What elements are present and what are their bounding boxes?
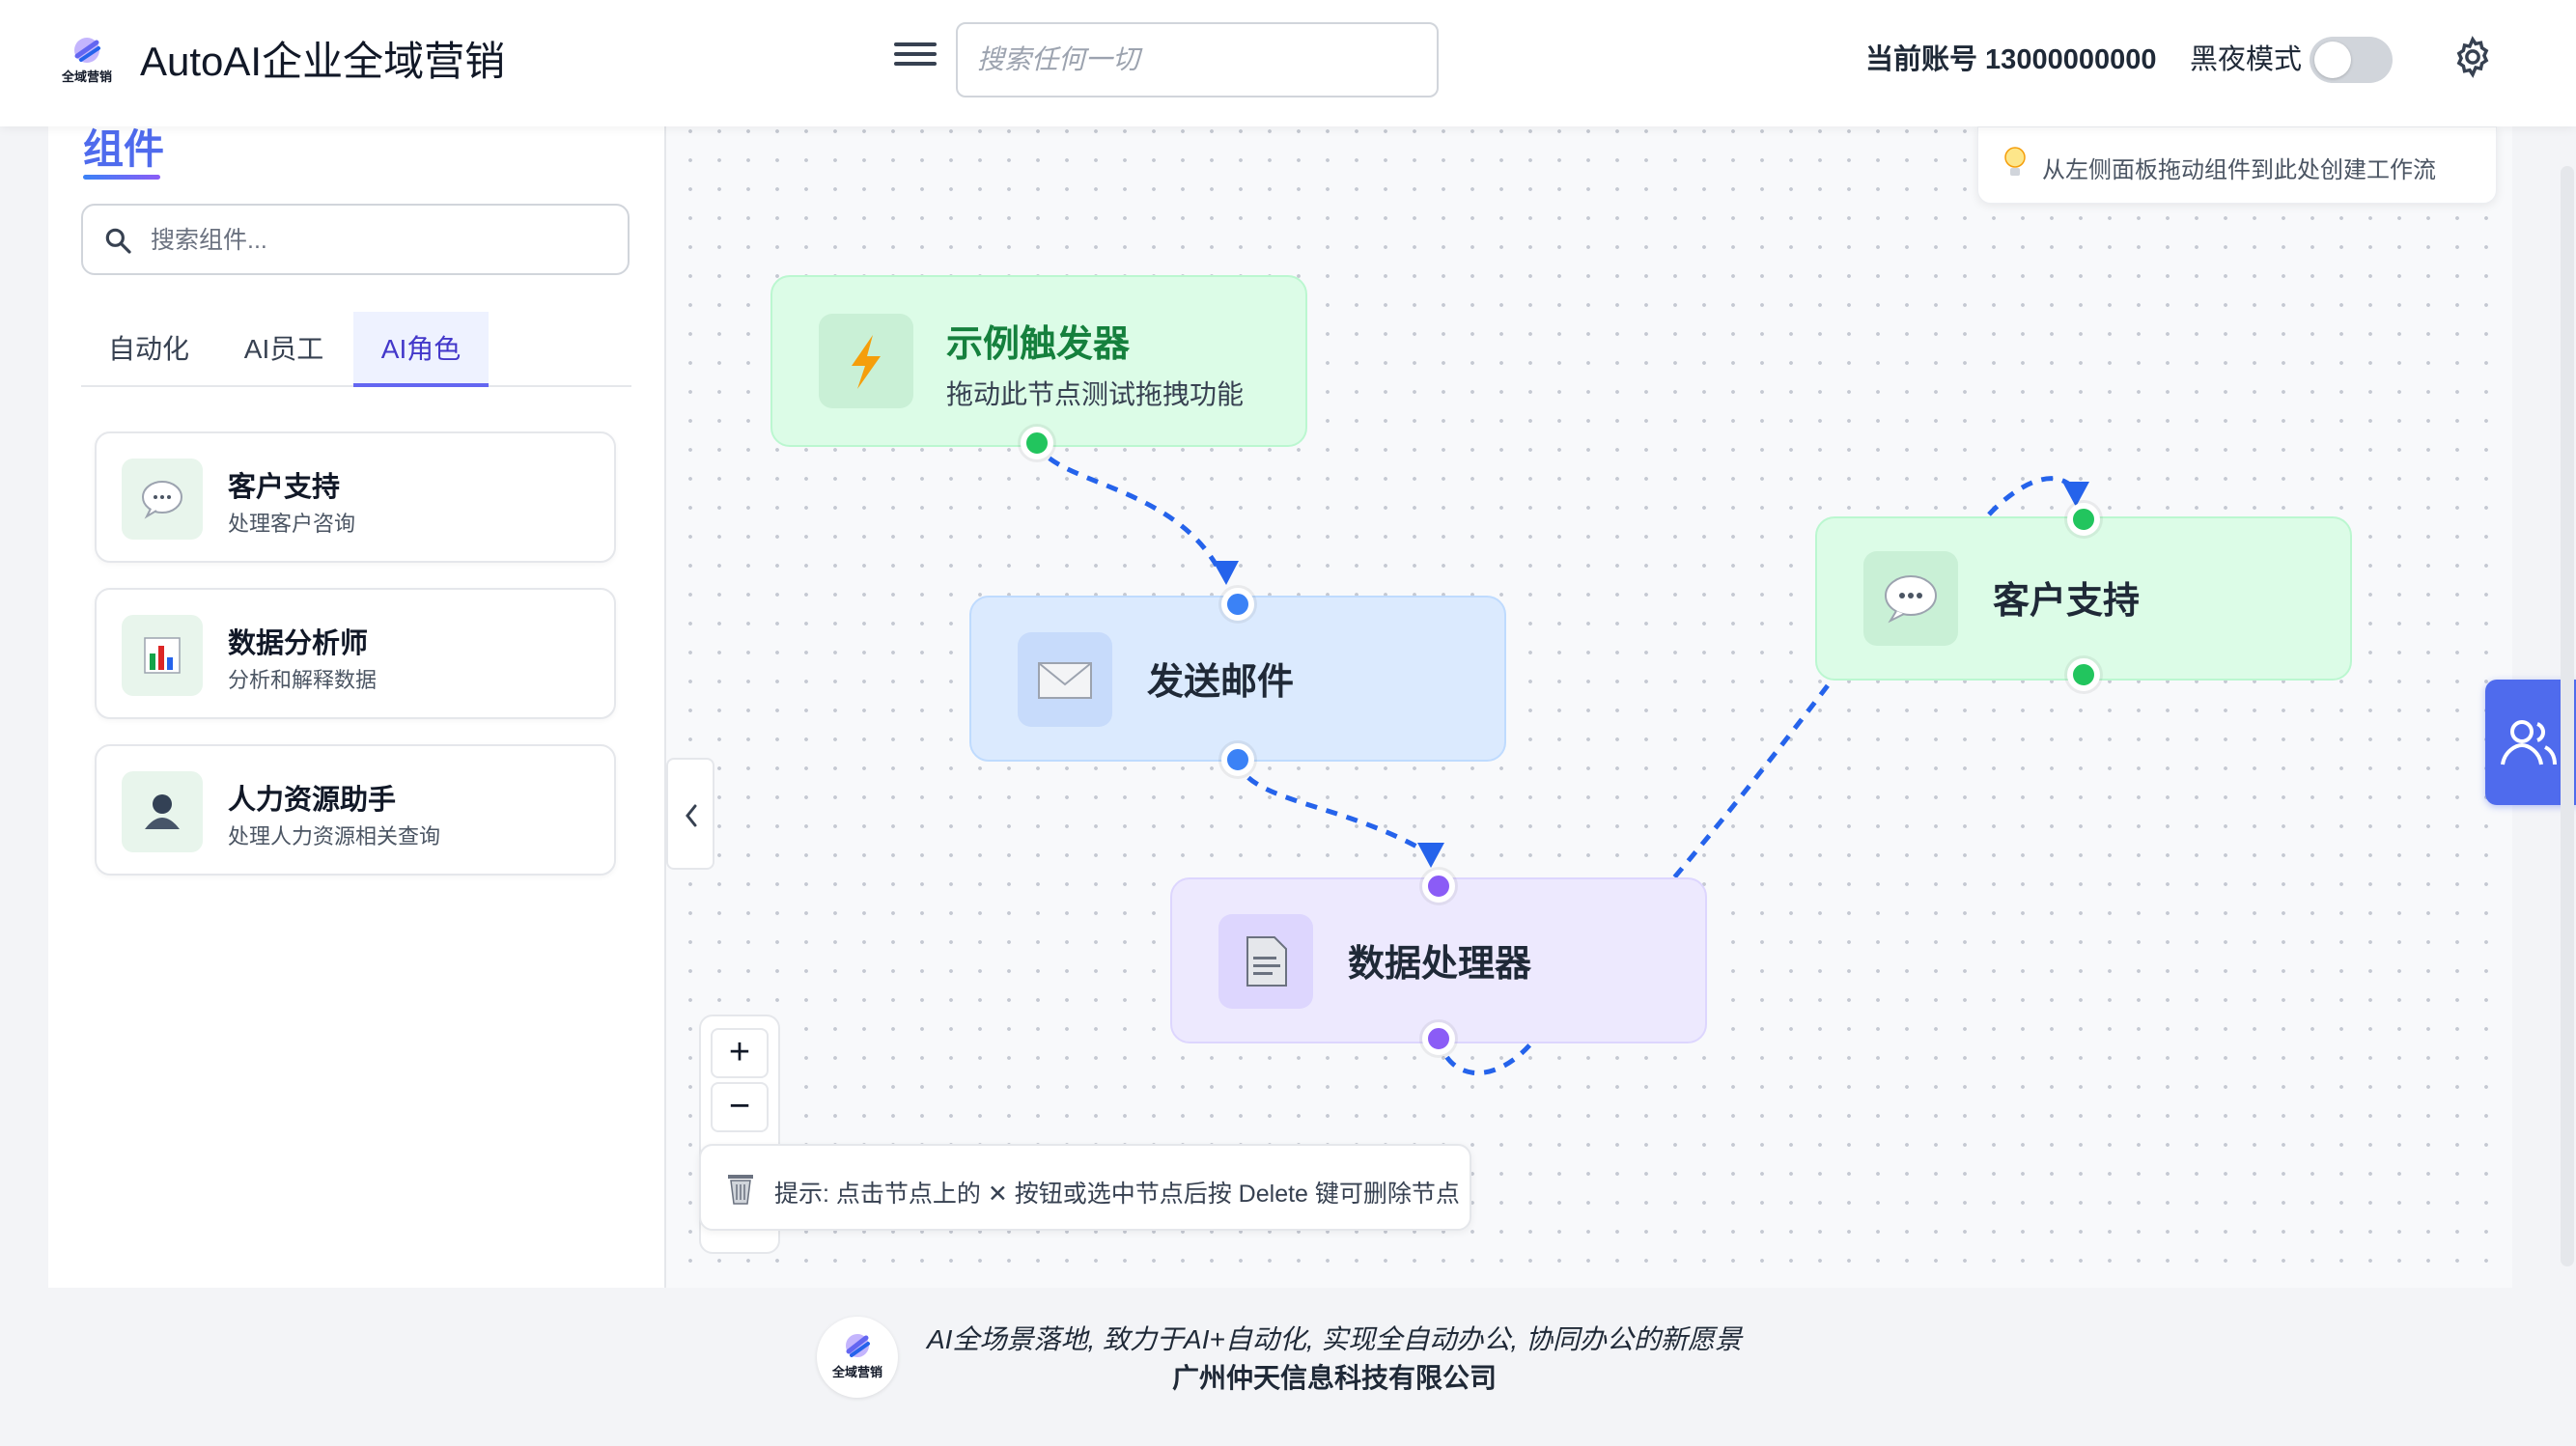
top-header: 全域营销 AutoAI企业全域营销 当前账号 13000000000 黑夜模式 — [0, 0, 2576, 126]
component-search-input[interactable] — [151, 217, 614, 264]
component-name: 人力资源助手 — [228, 785, 397, 816]
output-port[interactable] — [1422, 1022, 1455, 1055]
tab-automation[interactable]: 自动化 — [107, 334, 189, 364]
canvas-tip: 从左侧面板拖动组件到此处创建工作流 — [1977, 126, 2497, 204]
tab-ai-employee[interactable]: AI员工 — [243, 334, 324, 364]
node-title: 客户支持 — [1993, 581, 2141, 622]
zoom-out-button[interactable]: − — [711, 1082, 769, 1132]
speech-bubble-icon — [1863, 551, 1958, 646]
component-tabs: 自动化 AI员工 AI角色 — [81, 312, 631, 387]
input-port[interactable] — [2067, 503, 2100, 536]
canvas-tip-text: 从左侧面板拖动组件到此处创建工作流 — [2042, 157, 2436, 183]
tab-ai-role[interactable]: AI角色 — [353, 312, 489, 387]
output-port[interactable] — [1021, 427, 1053, 459]
document-icon — [1218, 914, 1313, 1009]
hamburger-menu-icon[interactable] — [890, 37, 940, 83]
collapse-panel-button[interactable] — [666, 758, 714, 870]
search-icon — [105, 228, 131, 254]
component-search-box[interactable] — [81, 204, 630, 275]
delete-hint: 提示: 点击节点上的 ✕ 按钮或选中节点后按 Delete 键可删除节点 — [699, 1144, 1471, 1231]
input-port[interactable] — [1422, 870, 1455, 903]
toggle-knob — [2314, 42, 2351, 78]
lightning-icon — [819, 314, 913, 408]
node-send-email[interactable]: 发送邮件 — [969, 596, 1506, 762]
bar-chart-icon — [122, 615, 203, 696]
person-icon — [122, 771, 203, 852]
global-search-input[interactable] — [956, 22, 1439, 97]
node-title: 示例触发器 — [946, 324, 1131, 365]
component-card-customer-support[interactable]: 客户支持 处理客户咨询 — [95, 431, 616, 563]
output-port[interactable] — [2067, 658, 2100, 691]
chevron-left-icon — [686, 804, 697, 827]
title-underline — [83, 175, 160, 180]
workflow-canvas[interactable]: 从左侧面板拖动组件到此处创建工作流 示例触发器 拖动此节点测试拖拽功能 发送邮件… — [666, 126, 2512, 1288]
logo-text: 全域营销 — [61, 70, 112, 85]
node-data-processor[interactable]: 数据处理器 — [1170, 877, 1707, 1043]
node-customer-support[interactable]: 客户支持 — [1815, 516, 2352, 681]
node-subtitle: 拖动此节点测试拖拽功能 — [946, 379, 1245, 409]
node-example-trigger[interactable]: 示例触发器 拖动此节点测试拖拽功能 — [770, 275, 1307, 447]
component-name: 数据分析师 — [228, 628, 369, 659]
input-port[interactable] — [1221, 588, 1254, 621]
footer-logo: 全域营销 — [817, 1317, 898, 1398]
gear-icon[interactable] — [2450, 35, 2495, 79]
delete-hint-text: 提示: 点击节点上的 ✕ 按钮或选中节点后按 Delete 键可删除节点 — [774, 1181, 1460, 1208]
output-port[interactable] — [1221, 743, 1254, 776]
component-card-data-analyst[interactable]: 数据分析师 分析和解释数据 — [95, 588, 616, 719]
component-name: 客户支持 — [228, 472, 341, 503]
component-desc: 处理客户咨询 — [228, 512, 356, 536]
component-card-hr-assistant[interactable]: 人力资源助手 处理人力资源相关查询 — [95, 744, 616, 876]
trash-icon — [728, 1175, 753, 1205]
lightbulb-icon — [2004, 147, 2026, 176]
component-desc: 分析和解释数据 — [228, 668, 378, 692]
account-label: 当前账号 13000000000 — [1865, 44, 2157, 75]
dark-mode-toggle[interactable] — [2310, 37, 2393, 83]
node-title: 数据处理器 — [1348, 944, 1532, 985]
footer-company: 广州仲天信息科技有限公司 — [1172, 1363, 1498, 1393]
zoom-in-button[interactable]: + — [711, 1028, 769, 1078]
footer-logo-text: 全域营销 — [831, 1365, 882, 1380]
envelope-icon — [1018, 632, 1112, 727]
component-desc: 处理人力资源相关查询 — [228, 824, 441, 848]
dark-mode-label: 黑夜模式 — [2190, 44, 2303, 75]
speech-bubble-icon — [122, 459, 203, 540]
component-panel: 组件 自动化 AI员工 AI角色 客户支持 处理客户咨询 数据分析师 分析和解释… — [48, 126, 714, 1288]
brand-logo[interactable]: 全域营销 — [56, 35, 118, 89]
footer-slogan: AI全场景落地, 致力于AI+自动化, 实现全自动办公, 协同办公的新愿景 — [927, 1324, 1742, 1354]
app-title: AutoAI企业全域营销 — [140, 39, 506, 84]
page-scrollbar[interactable] — [2561, 166, 2574, 1266]
users-icon — [2501, 720, 2557, 765]
node-title: 发送邮件 — [1147, 662, 1295, 703]
panel-title: 组件 — [83, 126, 165, 172]
